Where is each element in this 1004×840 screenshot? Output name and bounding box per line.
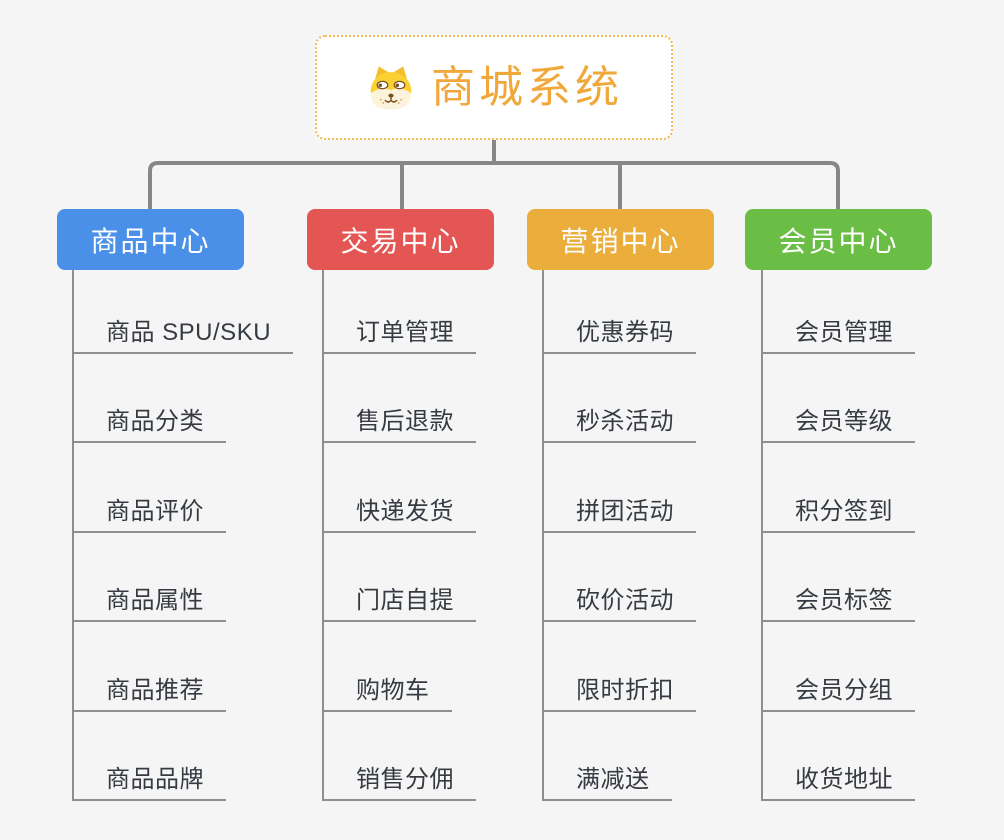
leaf-topic[interactable]: 商品推荐 [72,679,226,712]
leaf-topic[interactable]: 商品品牌 [72,768,226,801]
leaf-topic[interactable]: 门店自提 [322,589,476,622]
leaf-topic[interactable]: 秒杀活动 [542,410,696,443]
leaf-topic[interactable]: 满减送 [542,768,672,801]
leaf-topic[interactable]: 积分签到 [761,500,915,533]
leaf-topic[interactable]: 拼团活动 [542,500,696,533]
leaf-topic[interactable]: 砍价活动 [542,589,696,622]
shiba-dog-icon [370,66,412,110]
leaf-topic[interactable]: 会员标签 [761,589,915,622]
root-topic-title: 商城系统 [431,62,623,112]
branch-header-marketing-center[interactable]: 营销中心 [527,209,714,270]
leaf-topic[interactable]: 会员等级 [761,410,915,443]
leaf-topic[interactable]: 销售分佣 [322,768,476,801]
leaf-topic[interactable]: 会员分组 [761,679,915,712]
leaf-topic[interactable]: 优惠券码 [542,321,696,354]
leaf-topic[interactable]: 订单管理 [322,321,476,354]
leaf-topic[interactable]: 商品评价 [72,500,226,533]
leaf-topic[interactable]: 购物车 [322,679,452,712]
root-topic[interactable]: 商城系统 [315,35,673,140]
leaf-topic[interactable]: 会员管理 [761,321,915,354]
leaf-topic[interactable]: 商品分类 [72,410,226,443]
branch-header-member-center[interactable]: 会员中心 [745,209,932,270]
branch-header-trade-center[interactable]: 交易中心 [307,209,494,270]
leaf-topic[interactable]: 商品 SPU/SKU [72,321,294,354]
leaf-topic[interactable]: 商品属性 [72,589,226,622]
leaf-topic[interactable]: 收货地址 [761,768,915,801]
leaf-topic[interactable]: 限时折扣 [542,679,696,712]
branch-header-product-center[interactable]: 商品中心 [57,209,244,270]
leaf-topic[interactable]: 快递发货 [322,500,476,533]
leaf-topic[interactable]: 售后退款 [322,410,476,443]
